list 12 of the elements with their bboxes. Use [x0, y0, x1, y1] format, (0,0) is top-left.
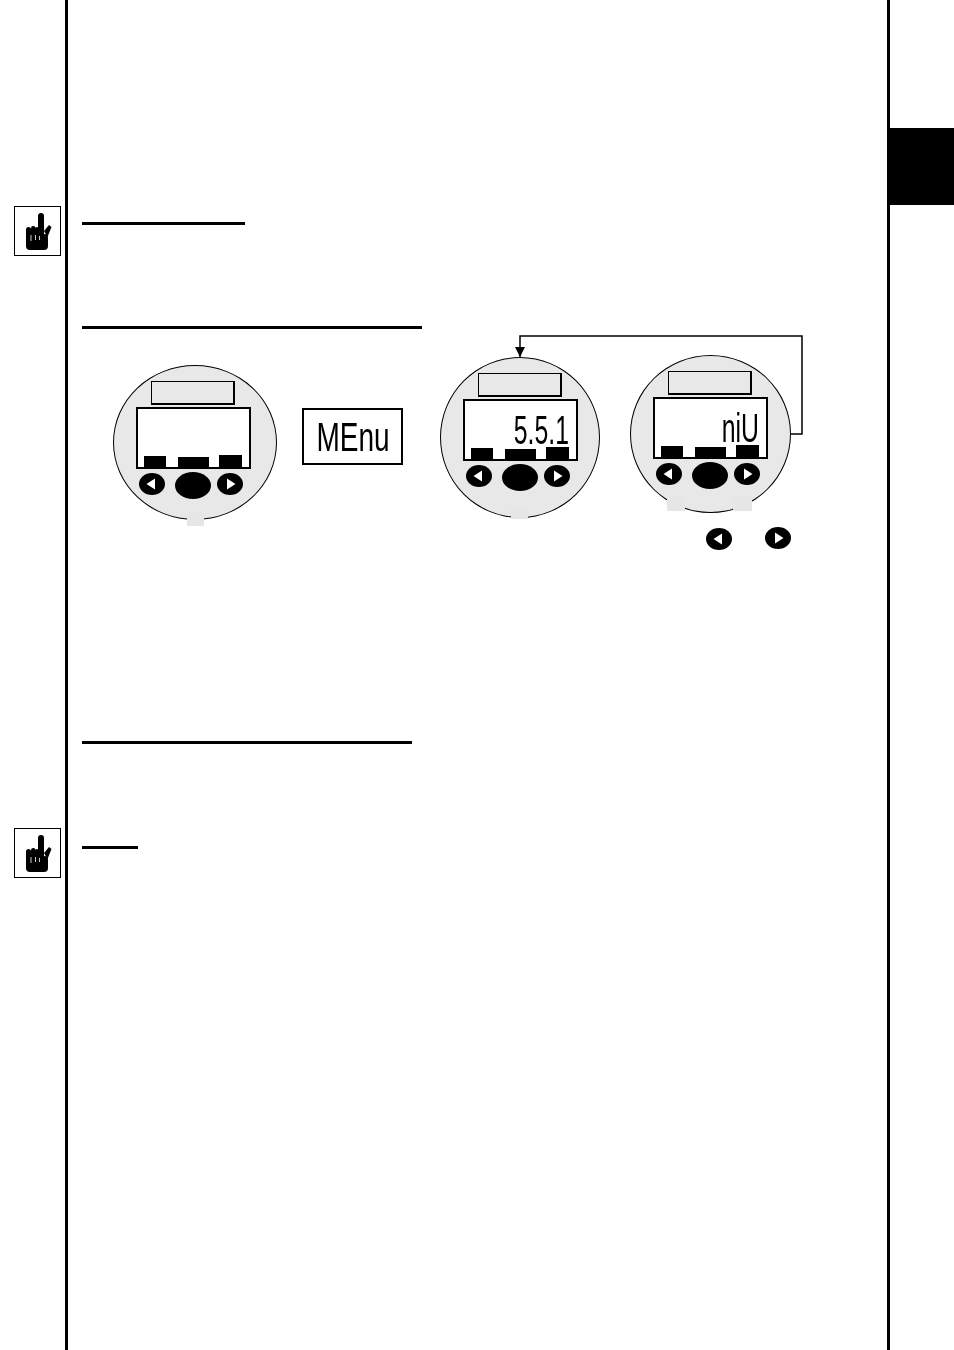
display-readout: MEnu: [315, 417, 390, 457]
section-tab: [890, 128, 954, 205]
display-panel: [302, 408, 403, 465]
label-window: [478, 373, 562, 397]
display-screen: [653, 397, 768, 459]
display-screen: [463, 399, 578, 461]
label-window: [151, 381, 235, 405]
label-window: [668, 371, 752, 395]
return-arrow: [515, 335, 803, 435]
display-readout: niU: [721, 408, 759, 448]
display-screen: [136, 407, 251, 469]
display-readout: 5.5.1: [513, 410, 569, 450]
